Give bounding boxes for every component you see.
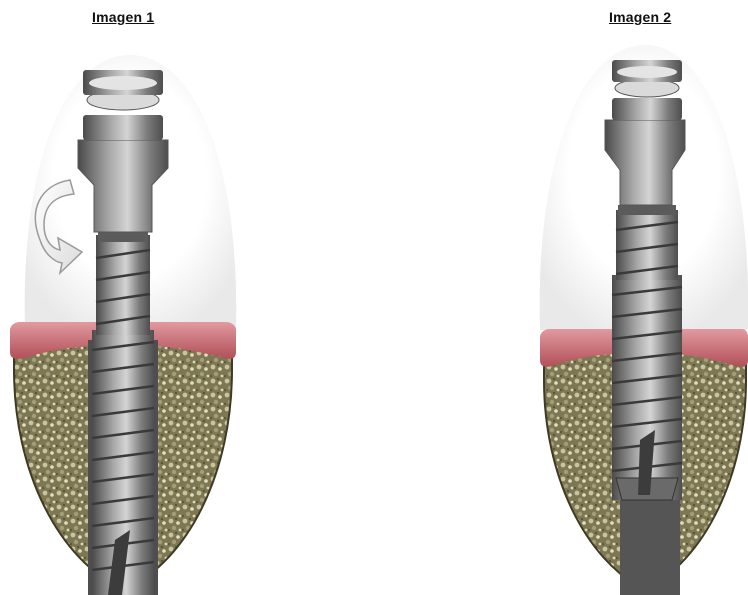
figure-2	[540, 45, 748, 595]
neck-ring-1	[98, 232, 148, 242]
mount-head-top-1	[89, 76, 157, 90]
mount-collar-2	[612, 98, 682, 120]
neck-ring-2	[618, 205, 676, 215]
figure-1	[10, 55, 236, 595]
mount-head-top-2	[617, 66, 677, 78]
mount-collar-1	[83, 115, 163, 140]
